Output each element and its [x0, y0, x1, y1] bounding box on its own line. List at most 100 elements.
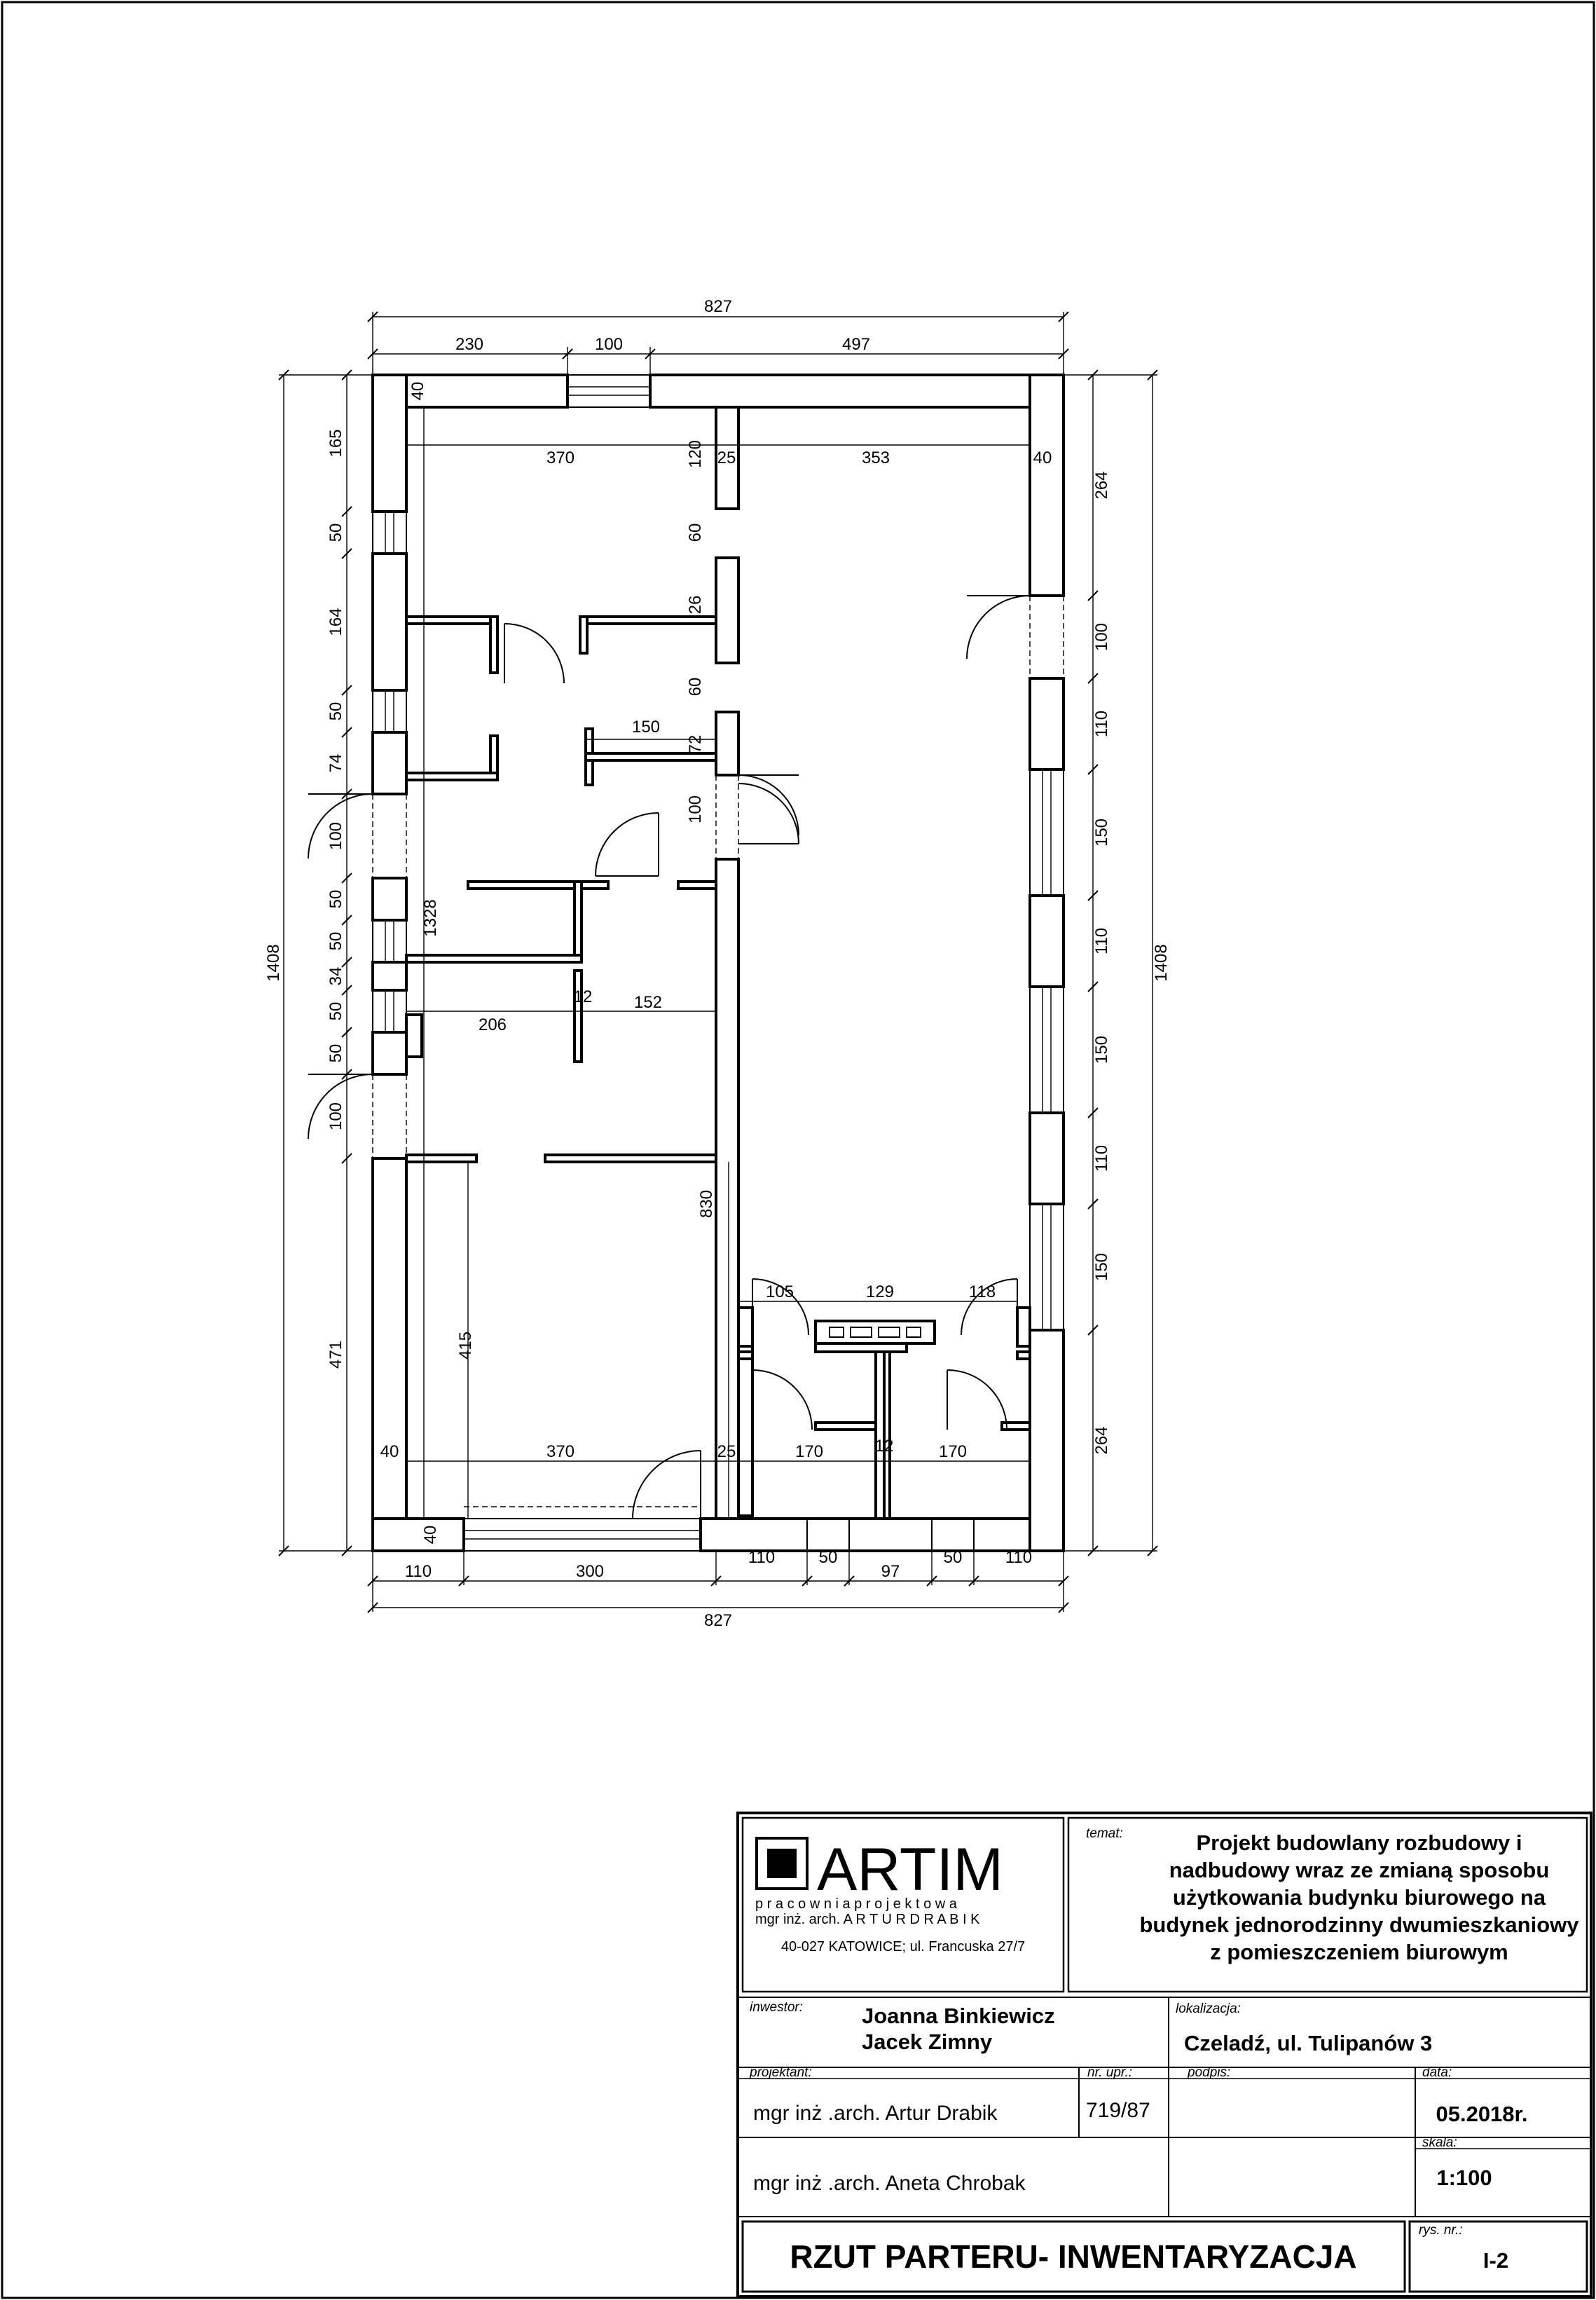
dim-top-wall: 40: [408, 382, 427, 401]
dim-830: 830: [697, 1190, 716, 1218]
dim-120: 120: [686, 440, 705, 468]
dimension-labels: 827 230 100 497 110 300 110 50 97 50 110…: [264, 297, 1171, 1630]
dim-100-door: 100: [686, 795, 705, 823]
inwestor-label: inwestor:: [750, 2000, 803, 2015]
outer-walls: [371, 374, 1065, 1552]
dim-25-bottom: 25: [717, 1442, 736, 1461]
dim-bottom-b: 300: [576, 1562, 604, 1581]
logo-line2: mgr inż. arch. A R T U R D R A B I K: [755, 1912, 980, 1927]
projektant-1: mgr inż .arch. Artur Drabik: [753, 2102, 998, 2125]
dim-right-chain-label: 150: [1092, 819, 1111, 847]
dim-left-chain-label: 74: [326, 754, 345, 773]
doors: [308, 595, 1064, 1519]
temat-line-1: Projekt budowlany rozbudowy i: [1196, 1830, 1522, 1855]
dim-right-chain-label: 110: [1092, 711, 1111, 737]
dim-206: 206: [479, 1015, 507, 1034]
dim-25-top: 25: [717, 449, 736, 467]
dim-105: 105: [766, 1282, 794, 1301]
dim-right-chain-label: 150: [1092, 1253, 1111, 1281]
dim-118: 118: [969, 1282, 996, 1301]
dim-top-window: 100: [595, 335, 623, 354]
temat-line-5: z pomieszczeniem biurowym: [1210, 1940, 1508, 1964]
temat-line-2: nadbudowy wraz ze zmianą sposobu: [1169, 1858, 1550, 1882]
interior-dimension-lines: [406, 407, 1030, 1519]
projektant-2: mgr inż .arch. Aneta Chrobak: [753, 2172, 1026, 2195]
dim-370-top: 370: [546, 449, 575, 467]
podpis-label: podpis:: [1187, 2065, 1230, 2080]
dim-170-a: 170: [795, 1442, 823, 1461]
skala-value: 1:100: [1436, 2165, 1492, 2190]
dim-left-chain-label: 34: [326, 967, 345, 986]
temat-label: temat:: [1086, 1826, 1123, 1841]
rys-nr: I-2: [1483, 2248, 1508, 2273]
dim-60-a: 60: [686, 523, 705, 542]
dim-40-right: 40: [1033, 449, 1052, 467]
dim-150: 150: [632, 718, 660, 737]
dim-129: 129: [866, 1282, 894, 1301]
dim-bottom-overall: 827: [704, 1611, 732, 1630]
logo-square-icon: [755, 1837, 809, 1890]
dim-1328: 1328: [421, 899, 440, 936]
dim-40-bottom-wall: 40: [421, 1526, 440, 1545]
projektant-label: projektant:: [749, 2065, 812, 2080]
dim-353: 353: [862, 449, 890, 467]
dim-bottom-f: 50: [944, 1548, 963, 1567]
dim-12-mid: 12: [574, 987, 593, 1006]
data-value: 05.2018r.: [1436, 2102, 1527, 2126]
dim-bottom-g: 110: [1005, 1548, 1032, 1567]
nr-upr-label: nr. upr.:: [1087, 2065, 1132, 2080]
outer-dimension-lines: [278, 311, 1158, 1613]
dim-right-outer: 1408: [1152, 944, 1171, 981]
drawing-title: RZUT PARTERU- INWENTARYZACJA: [790, 2238, 1356, 2275]
dim-left-chain-label: 50: [326, 932, 345, 951]
dim-152: 152: [634, 993, 662, 1012]
dim-left-chain-label: 50: [326, 890, 345, 909]
lokalizacja: Czeladź, ul. Tulipanów 3: [1184, 2031, 1432, 2055]
dim-26: 26: [686, 596, 705, 615]
dim-right-chain-label: 110: [1092, 928, 1111, 954]
dim-left-chain-label: 100: [326, 822, 345, 850]
dim-72: 72: [686, 735, 705, 754]
logo-line1: p r a c o w n i a p r o j e k t o w a: [755, 1896, 958, 1912]
dim-right-chain-label: 100: [1092, 623, 1111, 651]
logo-line3: 40-027 KATOWICE; ul. Francuska 27/7: [781, 1939, 1025, 1955]
dim-right-chain-label: 264: [1092, 1426, 1111, 1454]
dim-bottom-a: 110: [405, 1562, 432, 1581]
dim-60-b: 60: [686, 678, 705, 697]
dim-left-chain-label: 100: [326, 1102, 345, 1130]
dim-left-chain-label: 165: [326, 429, 345, 457]
dim-right-chain-label: 264: [1092, 471, 1111, 499]
dim-left-chain-label: 164: [326, 608, 345, 636]
dim-left-chain-label: 50: [326, 1044, 345, 1063]
temat-line-3: użytkowania budynku biurowego na: [1173, 1885, 1546, 1910]
central-wall: [715, 406, 740, 1520]
nr-upr: 719/87: [1086, 2099, 1150, 2122]
floor-plan: [308, 374, 1065, 1552]
title-block: ARTIM p r a c o w n i a p r o j e k t o …: [736, 1812, 1592, 2298]
inwestor-2: Jacek Zimny: [862, 2029, 993, 2054]
dim-bottom-c: 110: [748, 1548, 775, 1567]
dim-bottom-e: 97: [881, 1562, 900, 1581]
logo-name: ARTIM: [817, 1836, 1003, 1903]
dim-left-chain-label: 50: [326, 702, 345, 721]
artim-logo: ARTIM: [755, 1836, 1003, 1903]
dim-415: 415: [456, 1332, 475, 1360]
dim-left-chain-label: 50: [326, 1002, 345, 1021]
dim-bottom-d: 50: [819, 1548, 838, 1567]
inwestor-1: Joanna Binkiewicz: [862, 2004, 1055, 2028]
temat-line-4: budynek jednorodzinny dwumieszkaniowy: [1140, 1912, 1580, 1937]
dim-right-chain-label: 150: [1092, 1036, 1111, 1064]
rys-label: rys. nr.:: [1419, 2223, 1463, 2238]
dim-left-outer: 1408: [264, 944, 283, 981]
dim-top-right: 497: [842, 335, 870, 354]
dim-left-chain-label: 471: [326, 1341, 345, 1369]
skala-label: skala:: [1422, 2135, 1457, 2150]
chimney: [814, 1320, 936, 1345]
dim-top-left: 230: [455, 335, 483, 354]
dim-left-chain-label: 50: [326, 523, 345, 542]
dim-40-bottom-left: 40: [380, 1442, 399, 1461]
lokalizacja-label: lokalizacja:: [1176, 2001, 1241, 2016]
data-label: data:: [1422, 2065, 1452, 2080]
dim-right-chain-label: 110: [1092, 1145, 1111, 1172]
